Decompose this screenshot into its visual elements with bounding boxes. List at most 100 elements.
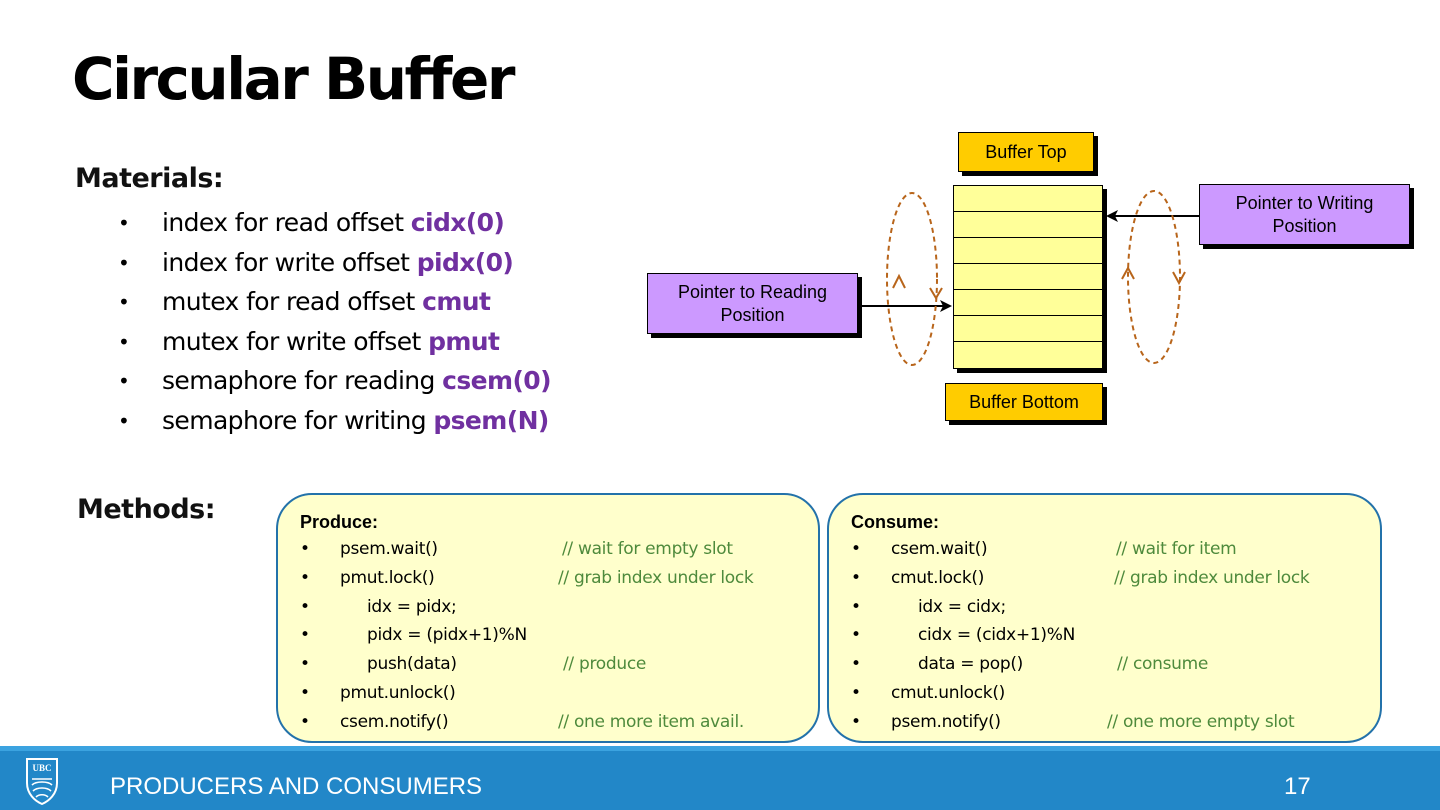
code-line: • data = pop() // consume: [851, 650, 1380, 679]
consume-code-box: Consume: •csem.wait()// wait for item • c…: [827, 493, 1382, 743]
code-line: • cmut.unlock(): [851, 679, 1380, 708]
slide-title: Circular Buffer: [72, 45, 515, 113]
code-statement: csem.notify(): [340, 711, 449, 732]
bullet-icon: •: [118, 329, 130, 354]
code-statement: pmut.lock(): [340, 567, 435, 588]
list-item: • semaphore for writing psem(N): [118, 403, 551, 443]
item-code: psem(N): [433, 405, 549, 435]
bullet-icon: •: [851, 625, 861, 646]
bullet-icon: •: [851, 654, 861, 675]
code-line: • psem.notify() // one more empty slot: [851, 708, 1380, 737]
code-comment: // produce: [563, 654, 647, 675]
code-line: •csem.wait()// wait for item: [851, 535, 1380, 564]
code-statement: cmut.lock(): [891, 567, 985, 588]
code-line: • cidx = (cidx+1)%N: [851, 621, 1380, 650]
bullet-icon: •: [300, 567, 310, 588]
item-text: semaphore for writing: [162, 405, 434, 435]
bullet-icon: •: [851, 539, 861, 559]
code-comment: // one more item avail.: [558, 711, 744, 732]
code-statement: psem.notify(): [891, 711, 1001, 732]
bullet-icon: •: [118, 290, 130, 315]
arrowhead-icon: [940, 300, 952, 312]
footer-bar: [0, 746, 1440, 810]
loop-arrow-down-icon: [1172, 271, 1186, 286]
code-statement: psem.wait(): [340, 539, 438, 559]
item-text: mutex for read offset: [162, 287, 423, 317]
ubc-crest-icon: UBC: [26, 758, 58, 805]
code-line: • push(data) // produce: [300, 650, 818, 679]
bullet-icon: •: [851, 682, 861, 703]
bullet-icon: •: [300, 539, 310, 559]
footer-section-title: PRODUCERS AND CONSUMERS: [110, 773, 483, 800]
code-line: • pidx = (pidx+1)%N: [300, 621, 818, 650]
item-text: semaphore for reading: [162, 366, 443, 396]
buffer-top-label: Buffer Top: [958, 132, 1094, 172]
materials-list: •index for read offset cidx(0) •index fo…: [118, 205, 552, 443]
code-line: • cmut.lock() // grab index under lock: [851, 564, 1380, 593]
bullet-icon: •: [851, 711, 861, 732]
produce-code-box: Produce: • psem.wait() // wait for empty s…: [276, 493, 820, 743]
code-comment: // wait for item: [1116, 539, 1237, 559]
list-item: • mutex for write offset pmut: [118, 324, 551, 364]
bullet-icon: •: [851, 567, 861, 588]
read-cycle-loop: [886, 192, 938, 366]
bullet-icon: •: [851, 596, 861, 617]
produce-title: Produce:: [300, 512, 379, 532]
code-statement: pmut.unlock(): [340, 682, 456, 703]
code-line: • pmut.lock() // grab index under lock: [300, 564, 818, 593]
code-statement: cidx = (cidx+1)%N: [918, 625, 1075, 646]
code-statement: idx = pidx;: [367, 596, 457, 617]
arrowhead-icon: [1106, 210, 1118, 222]
read-pointer-line: Pointer to Reading: [677, 282, 828, 302]
code-statement: push(data): [367, 654, 457, 675]
buffer-slot: [954, 342, 1102, 368]
code-line: •pmut.unlock(): [300, 679, 818, 708]
code-line: • csem.notify() // one more item avail.: [300, 708, 818, 737]
code-comment: // grab index under lock: [1114, 567, 1310, 588]
methods-heading: Methods:: [77, 494, 216, 525]
code-line: • idx = cidx;: [851, 593, 1380, 622]
code-statement: cmut.unlock(): [891, 682, 1005, 703]
code-statement: data = pop(): [918, 654, 1023, 675]
ubc-logo-text: UBC: [32, 763, 51, 773]
code-comment: // consume: [1117, 654, 1209, 675]
bullet-icon: •: [300, 711, 310, 732]
item-code: cmut: [422, 287, 491, 317]
bullet-icon: •: [300, 654, 310, 675]
read-pointer-label: Pointer to Reading Position: [647, 273, 858, 334]
list-item: •index for read offset cidx(0): [118, 205, 551, 245]
list-item: •index for write offset pidx(0): [118, 245, 551, 285]
list-item: • mutex for read offset cmut: [118, 284, 551, 324]
buffer-slot: [954, 264, 1102, 290]
item-code: pidx(0): [416, 247, 514, 277]
item-text: index for write offset: [162, 247, 417, 277]
buffer-slot: [954, 316, 1102, 342]
code-comment: // one more empty slot: [1107, 711, 1295, 732]
code-statement: pidx = (pidx+1)%N: [367, 625, 527, 646]
loop-arrow-up-icon: [1121, 265, 1135, 280]
bullet-icon: •: [118, 211, 130, 235]
code-comment: // wait for empty slot: [562, 539, 733, 559]
loop-arrow-down-icon: [929, 287, 943, 300]
buffer-slot: [954, 290, 1102, 316]
materials-heading: Materials:: [75, 163, 224, 194]
consume-title: Consume:: [851, 512, 940, 532]
buffer-bottom-label: Buffer Bottom: [945, 383, 1103, 421]
buffer-slot: [954, 212, 1102, 238]
buffer-slot: [954, 186, 1102, 212]
write-pointer-label: Pointer to Writing Position: [1199, 184, 1410, 245]
code-comment: // grab index under lock: [558, 567, 754, 588]
bullet-icon: •: [300, 625, 310, 646]
bullet-icon: •: [118, 408, 130, 433]
item-code: csem(0): [442, 366, 551, 396]
write-pointer-line: Position: [1272, 215, 1337, 236]
bullet-icon: •: [300, 596, 310, 617]
code-statement: idx = cidx;: [918, 596, 1006, 617]
write-cycle-loop: [1127, 190, 1181, 364]
code-line: • idx = pidx;: [300, 593, 818, 622]
item-text: mutex for write offset: [162, 326, 429, 356]
item-code: pmut: [428, 326, 500, 356]
footer-stripe: [0, 746, 1440, 751]
code-line: • psem.wait() // wait for empty slot: [300, 535, 818, 564]
write-pointer-line: Pointer to Writing: [1235, 193, 1374, 213]
